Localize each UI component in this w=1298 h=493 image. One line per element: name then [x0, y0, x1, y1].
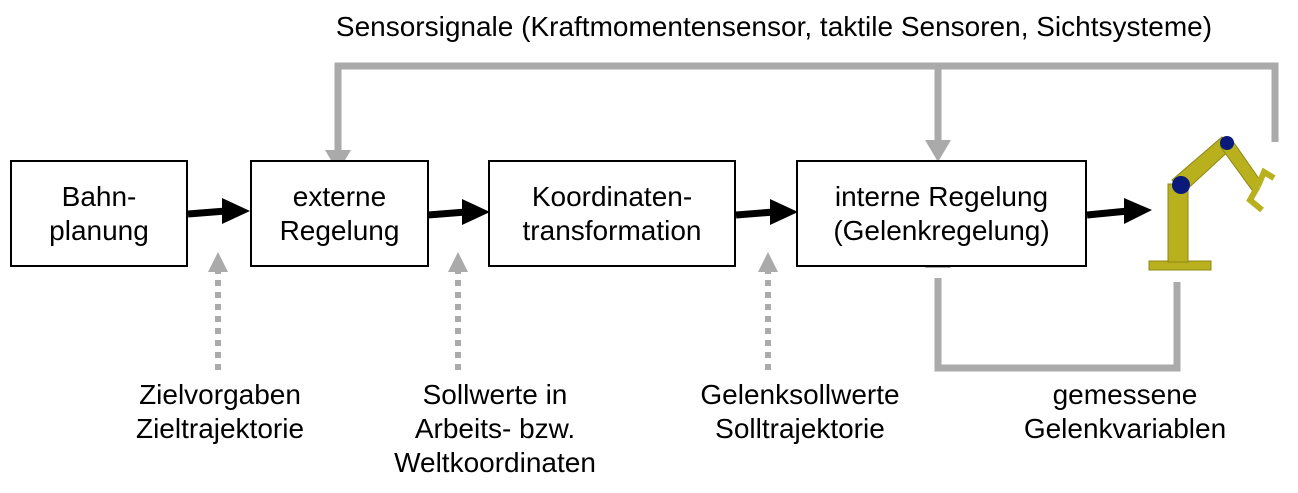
label-sollwerte-line1: Sollwerte in	[422, 379, 568, 410]
block-externe-line2: Regelung	[279, 214, 400, 246]
arrow-bahn-to-externe	[187, 207, 227, 218]
arrowhead-interne-to-robot	[1124, 198, 1152, 224]
block-koord-line1: Koordinaten-	[531, 180, 693, 212]
arrow-externe-to-koord	[427, 208, 467, 219]
dotted-arrowhead-zielvorgaben	[208, 252, 228, 272]
arrow-koord-to-interne	[735, 208, 775, 219]
block-koord-line2: transformation	[522, 214, 702, 246]
label-sensorsignale-text: Sensorsignale (Kraftmomentensensor, takt…	[335, 11, 1213, 42]
block-bahnplanung-line1: Bahn-	[61, 180, 137, 212]
label-gemessene: gemessene Gelenkvariablen	[980, 378, 1270, 446]
label-sollwerte-line2: Arbeits- bzw.	[414, 413, 576, 444]
label-sollwerte-line3: Weltkoordinaten	[394, 447, 596, 478]
label-sensorsignale: Sensorsignale (Kraftmomentensensor, takt…	[264, 10, 1284, 44]
dotted-arrowhead-gelenksollwerte	[758, 252, 778, 272]
label-gelenksollwerte: Gelenksollwerte Solltrajektorie	[660, 378, 940, 446]
robot-arm-icon	[1148, 136, 1276, 271]
label-sollwerte: Sollwerte in Arbeits- bzw. Weltkoordinat…	[360, 378, 630, 480]
label-zielvorgaben: Zielvorgaben Zieltrajektorie	[100, 378, 340, 446]
block-interne-line2: (Gelenkregelung)	[833, 214, 1050, 246]
joint-feedback-line	[934, 278, 1181, 372]
dotted-arrowhead-sollwerte	[448, 252, 468, 272]
block-interne-regelung: interne Regelung (Gelenkregelung)	[796, 160, 1087, 267]
block-externe-line1: externe	[292, 180, 387, 212]
arrowhead-koord-to-interne	[770, 199, 798, 225]
arrowhead-bahn-to-externe	[222, 198, 250, 224]
sensor-arrowhead-interne	[925, 140, 951, 162]
sensor-feedback-line	[334, 62, 1279, 160]
block-bahnplanung: Bahn- planung	[10, 160, 188, 267]
label-zielvorgaben-line2: Zieltrajektorie	[135, 413, 305, 444]
block-interne-line1: interne Regelung	[834, 180, 1049, 212]
label-gelenksollwerte-line1: Gelenksollwerte	[700, 379, 900, 410]
label-gelenksollwerte-line2: Solltrajektorie	[715, 413, 885, 444]
block-bahnplanung-line2: planung	[49, 214, 149, 246]
block-koordinatentransformation: Koordinaten- transformation	[488, 160, 736, 267]
label-gemessene-line2: Gelenkvariablen	[1023, 413, 1227, 444]
block-externe-regelung: externe Regelung	[250, 160, 429, 267]
arrow-interne-to-robot	[1086, 207, 1129, 219]
arrowhead-externe-to-koord	[462, 199, 490, 225]
label-gemessene-line1: gemessene	[1052, 379, 1198, 410]
label-zielvorgaben-line1: Zielvorgaben	[139, 379, 301, 410]
